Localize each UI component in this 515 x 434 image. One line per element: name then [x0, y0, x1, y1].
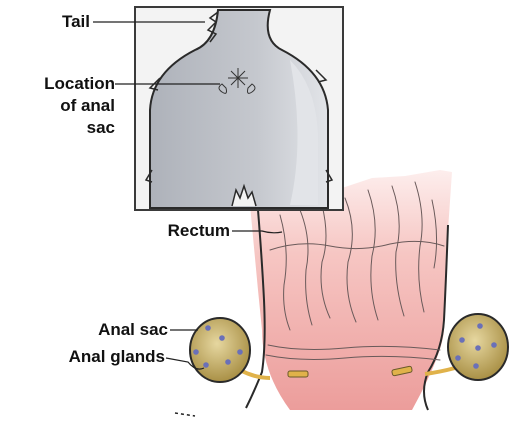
inset-hindquarters	[135, 7, 343, 210]
label-anal-glands: Anal glands	[10, 347, 165, 367]
label-anal-sac: Anal sac	[40, 320, 168, 340]
label-tail: Tail	[40, 12, 90, 32]
label-rectum: Rectum	[120, 221, 230, 241]
label-location-line1: Location	[10, 74, 115, 94]
label-location-line2: of anal	[10, 96, 115, 116]
label-location-line3: sac	[10, 118, 115, 138]
left-anal-sac	[190, 318, 270, 382]
